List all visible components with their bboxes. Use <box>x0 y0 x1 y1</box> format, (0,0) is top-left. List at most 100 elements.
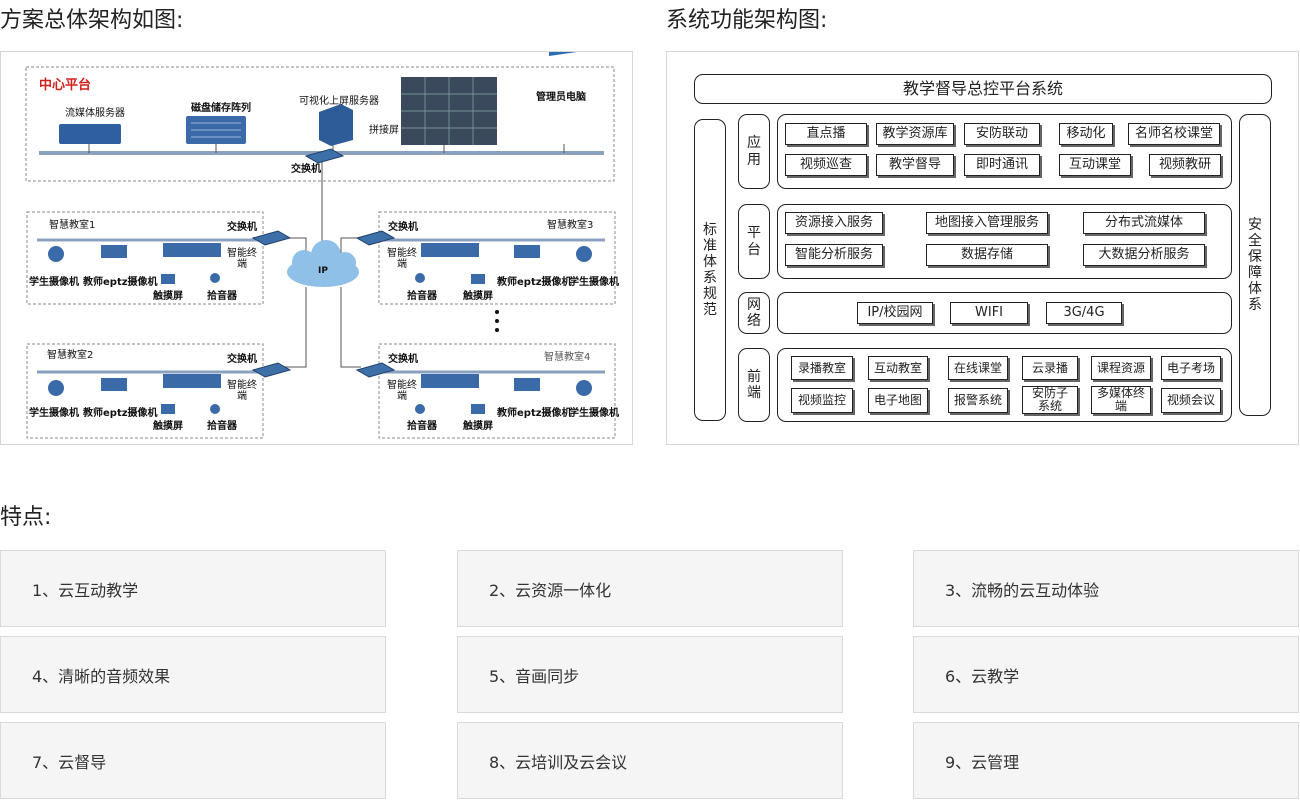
row-label-platform-text: 平台 <box>738 204 770 279</box>
classroom-4-teacher-camera: 教师eptz摄像机 <box>497 408 572 419</box>
vertical-char: 端 <box>747 385 761 401</box>
disk-array-label: 磁盘储存阵列 <box>191 103 251 114</box>
classroom-1-touch-screen: 触摸屏 <box>153 291 183 302</box>
classroom-3-teacher-camera: 教师eptz摄像机 <box>497 277 572 288</box>
classroom-1-teacher-camera: 教师eptz摄像机 <box>83 277 158 288</box>
vertical-char: 安 <box>1248 216 1262 233</box>
frontend-item: 录播教室 <box>791 356 853 380</box>
terminal-line-1: 智能终 <box>227 380 257 391</box>
feature-card: 3、流畅的云互动体验 <box>913 550 1299 627</box>
visual-server-label: 可视化上屏服务器 <box>299 96 379 107</box>
vertical-char: 络 <box>747 313 761 329</box>
feature-card: 5、音画同步 <box>457 636 843 713</box>
classroom-2-touch-screen: 触摸屏 <box>153 421 183 432</box>
network-item: WIFI <box>950 302 1028 324</box>
row-label-app-text: 应用 <box>738 114 770 189</box>
terminal-line-1: 智能终 <box>387 248 417 259</box>
vertical-char: 系 <box>703 270 717 286</box>
vertical-char: 系 <box>1248 297 1262 314</box>
app-item: 互动课堂 <box>1059 154 1131 176</box>
admin-pc-label: 管理员电脑 <box>536 92 586 103</box>
classroom-4-label: 智慧教室4 <box>544 352 591 363</box>
vertical-char: 平 <box>747 225 761 242</box>
app-item: 安防联动 <box>964 123 1040 145</box>
platform-item: 智能分析服务 <box>785 244 883 266</box>
feature-card: 6、云教学 <box>913 636 1299 713</box>
network-item: 3G/4G <box>1046 302 1122 324</box>
frontend-item: 视频会议 <box>1161 388 1221 413</box>
app-item: 名师名校课堂 <box>1128 123 1220 145</box>
architecture-drawing <box>25 52 616 439</box>
vertical-char: 前 <box>747 368 761 385</box>
feature-card: 9、云管理 <box>913 722 1299 799</box>
frontend-item: 报警系统 <box>948 388 1008 413</box>
app-item: 直点播 <box>785 123 867 145</box>
classroom-3-touch-screen: 触摸屏 <box>463 291 493 302</box>
classroom-2-teacher-camera: 教师eptz摄像机 <box>83 408 158 419</box>
classroom-2-student-camera: 学生摄像机 <box>29 408 79 419</box>
classroom-2-terminal-label: 智能终端 <box>227 380 257 402</box>
classroom-1-label: 智慧教室1 <box>49 220 96 231</box>
classroom-4-touch-screen: 触摸屏 <box>463 421 493 432</box>
frontend-item: 视频监控 <box>791 388 853 413</box>
feature-card: 4、清晰的音频效果 <box>0 636 386 713</box>
platform-item: 分布式流媒体 <box>1083 212 1205 234</box>
vertical-char: 障 <box>1248 265 1262 281</box>
vertical-char: 标 <box>703 221 717 238</box>
standards-label: 标准体系规范 <box>694 119 726 421</box>
features-heading: 特点: <box>0 505 52 530</box>
ip-label: IP <box>318 266 328 276</box>
app-item: 视频巡查 <box>785 154 867 176</box>
app-item: 即时通讯 <box>964 154 1040 176</box>
network-item: IP/校园网 <box>857 302 933 324</box>
frontend-item: 电子考场 <box>1161 356 1221 380</box>
terminal-line-1: 智能终 <box>227 248 257 259</box>
app-item: 教学资源库 <box>876 123 954 145</box>
platform-title-box <box>694 74 1272 104</box>
vertical-char: 规 <box>703 286 717 303</box>
ip-cloud-icon <box>287 240 359 287</box>
vertical-char: 体 <box>703 253 717 270</box>
streaming-server-label: 流媒体服务器 <box>65 108 125 119</box>
row-label-network-text: 网络 <box>738 292 770 334</box>
terminal-line-2: 端 <box>397 259 407 270</box>
solution-heading: 方案总体架构如图: <box>0 8 184 33</box>
app-item: 教学督导 <box>876 154 954 176</box>
function-heading: 系统功能架构图: <box>666 8 828 33</box>
platform-item: 大数据分析服务 <box>1083 244 1205 266</box>
security-column <box>1239 114 1271 416</box>
vertical-char: 全 <box>1248 232 1262 249</box>
classroom-1-pickup: 拾音器 <box>207 291 237 302</box>
row-label-network <box>738 292 770 334</box>
vertical-char: 准 <box>703 237 717 254</box>
classroom-3-student-camera: 学生摄像机 <box>569 277 619 288</box>
classroom-1-switch-label: 交换机 <box>227 222 257 233</box>
feature-card: 1、云互动教学 <box>0 550 386 627</box>
terminal-line-2: 端 <box>397 391 407 402</box>
frontend-item: 云录播 <box>1022 356 1078 380</box>
platform-title: 教学督导总控平台系统 <box>902 79 1063 99</box>
security-label: 安全保障体系 <box>1239 114 1271 416</box>
feature-card: 7、云督导 <box>0 722 386 799</box>
frontend-item: 课程资源 <box>1091 356 1151 380</box>
classroom-4-pickup: 拾音器 <box>407 421 437 432</box>
classroom-3-switch-label: 交换机 <box>388 222 418 233</box>
standards-column <box>694 119 726 421</box>
classroom-3-pickup: 拾音器 <box>407 291 437 302</box>
classroom-3-terminal-label: 智能终端 <box>387 248 417 270</box>
classroom-1-student-camera: 学生摄像机 <box>29 277 79 288</box>
terminal-line-2: 端 <box>237 391 247 402</box>
app-item: 移动化 <box>1059 123 1113 145</box>
vertical-char: 范 <box>703 302 717 319</box>
center-switch-label: 交换机 <box>291 164 321 175</box>
platform-item: 数据存储 <box>926 244 1048 266</box>
terminal-line-1: 智能终 <box>387 380 417 391</box>
platform-item: 资源接入服务 <box>785 212 883 234</box>
platform-item: 地图接入管理服务 <box>926 212 1048 234</box>
frontend-item: 互动教室 <box>868 356 928 380</box>
vertical-char: 台 <box>747 241 761 258</box>
classroom-1-terminal-label: 智能终端 <box>227 248 257 270</box>
vertical-char: 应 <box>747 135 761 152</box>
splice-screen-label: 拼接屏 <box>369 125 399 136</box>
row-label-platform <box>738 204 770 279</box>
